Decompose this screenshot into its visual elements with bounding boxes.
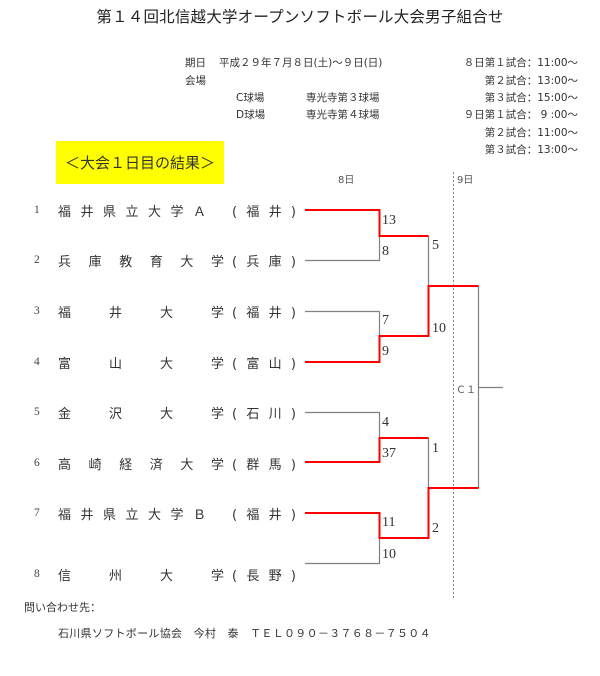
team-name: 金沢大学 [58, 406, 224, 422]
team-number: 8 [34, 568, 40, 580]
team-name: 高崎経済大学 [58, 457, 224, 473]
team-name: 信州大学 [58, 568, 224, 584]
score: 11 [382, 515, 396, 530]
score: 4 [382, 415, 389, 430]
team-prefecture: (福井) [232, 305, 296, 321]
schedule-item: 第２試合：11:00～ [484, 127, 578, 139]
date-label: 期日 [185, 57, 206, 69]
team-name: 福井大学 [58, 305, 224, 321]
team-name: 福井県立大学Ｂ [58, 507, 206, 523]
team-number: 7 [34, 507, 40, 519]
venue-court-d: D球場 [236, 109, 266, 121]
team-name: 福井県立大学Ａ [58, 204, 206, 220]
team-number: 1 [34, 204, 40, 216]
score: 13 [382, 213, 396, 228]
team-name: 兵庫教育大学 [58, 254, 224, 270]
venue-court-c: C球場 [236, 92, 265, 104]
score: 7 [382, 313, 389, 328]
schedule-item: ８日第１試合：11:00～ [463, 57, 578, 69]
score: 8 [382, 244, 389, 259]
score: 37 [382, 446, 396, 461]
score: 10 [382, 547, 396, 562]
team-number: 2 [34, 254, 40, 266]
score: 10 [432, 321, 446, 336]
team-prefecture: (兵庫) [232, 254, 296, 270]
score: 1 [432, 441, 439, 456]
team-prefecture: (福井) [232, 204, 296, 220]
score: 2 [432, 521, 439, 536]
team-number: 4 [34, 356, 40, 368]
venue-place-d: 専光寺第４球場 [306, 109, 380, 121]
team-number: 3 [34, 305, 40, 317]
team-number: 6 [34, 457, 40, 469]
page-title: 第１４回北信越大学オープンソフトボール大会男子組合せ [96, 8, 504, 26]
schedule-item: 第３試合：13:00～ [484, 144, 578, 156]
day1-label: 8日 [338, 175, 355, 186]
venue-place-c: 専光寺第３球場 [306, 92, 380, 104]
team-prefecture: (群馬) [232, 457, 296, 473]
results-banner: ＜大会１日目の結果＞ [56, 141, 224, 184]
schedule-item: 第２試合：13:00～ [484, 75, 578, 87]
final-court-label: Ｃ１ [456, 385, 476, 396]
team-name: 富山大学 [58, 356, 224, 372]
schedule-item: ９日第１試合： 9 :00～ [463, 109, 578, 121]
day2-label: 9日 [457, 175, 474, 186]
contact-label: 問い合わせ先： [24, 601, 101, 614]
score: 9 [382, 344, 389, 359]
schedule-item: 第３試合：15:00～ [484, 92, 578, 104]
score: 5 [432, 238, 439, 253]
team-number: 5 [34, 406, 40, 418]
team-prefecture: (富山) [232, 356, 296, 372]
team-prefecture: (長野) [232, 568, 296, 584]
contact-value: 石川県ソフトボール協会 今村 泰 ＴＥＬ０９０－３７６８－７５０４ [58, 627, 431, 640]
venue-label: 会場 [185, 75, 206, 87]
date-value: 平成２９年７月８日(土)～９日(日) [219, 57, 383, 69]
team-prefecture: (石川) [232, 406, 296, 422]
team-prefecture: (福井) [232, 507, 296, 523]
